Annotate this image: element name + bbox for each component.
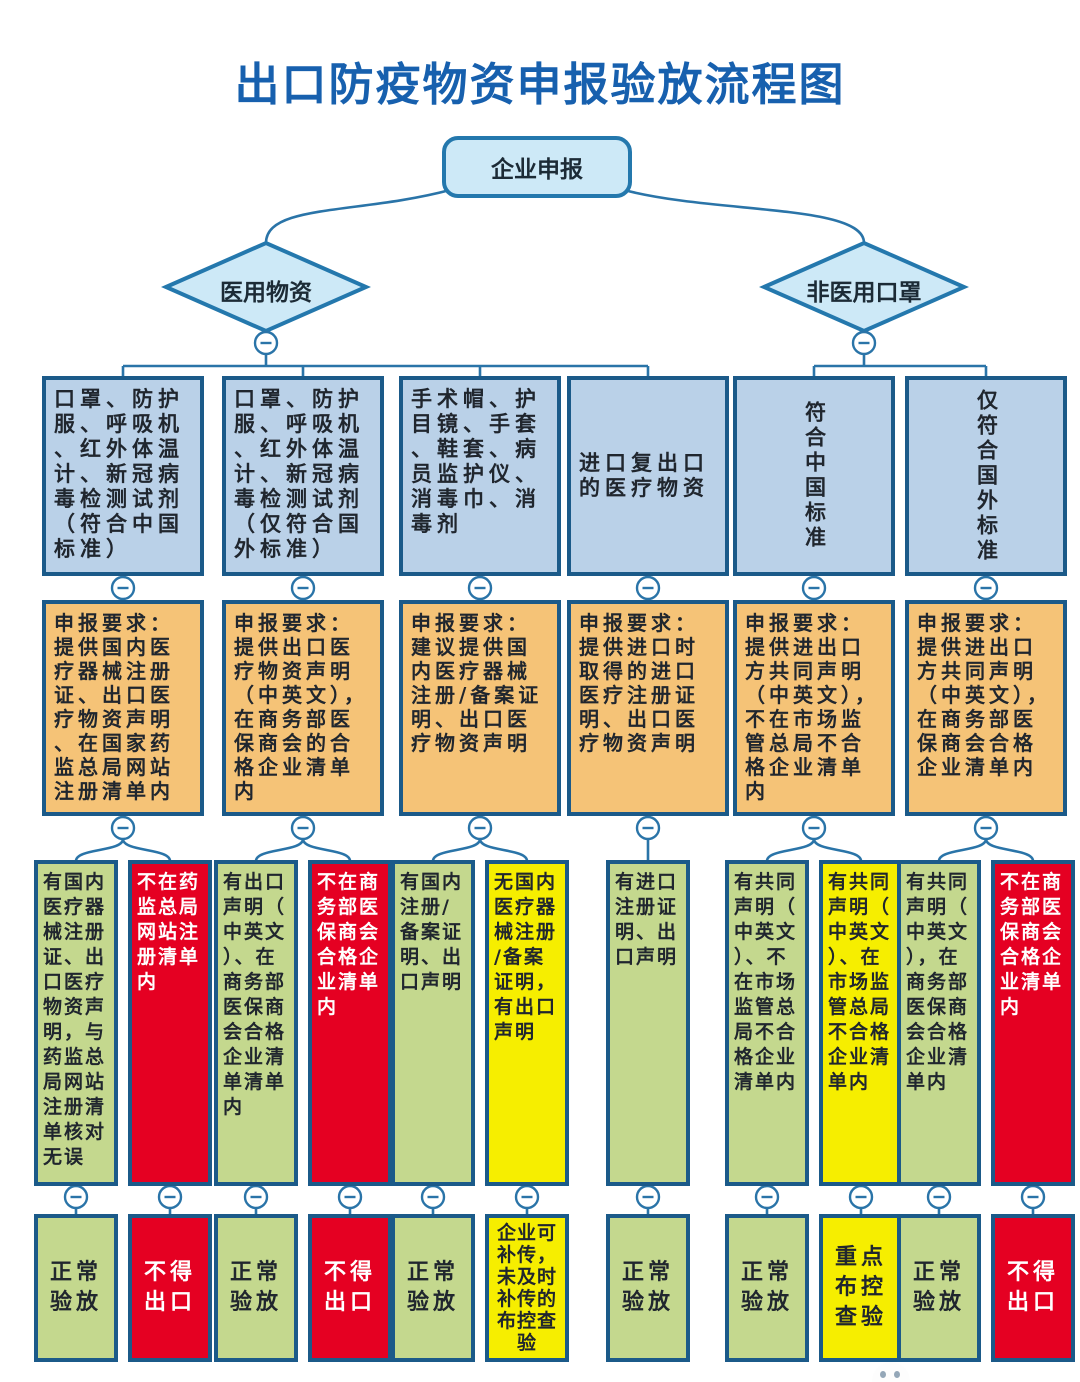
condition-box-5a: 有共同声明（中英文）、不在市场监管总局不合格企业清单内 xyxy=(725,860,809,1186)
outcome-box-3a: 正常验放 xyxy=(391,1214,475,1362)
category-box-3: 手术帽、护目镜、手套、鞋套、病员监护仪、消毒巾、消毒剂 xyxy=(399,376,561,576)
watermark-text-fragment xyxy=(955,1368,1065,1382)
condition-box-1a: 有国内医疗器械注册证、出口医疗物资声明，与药监总局网站注册清单核对无误 xyxy=(34,860,118,1186)
requirement-box-6: 申报要求：提供进出口方共同声明（中英文），在商务部医保商会合格企业清单内 xyxy=(905,600,1067,816)
requirement-box-2: 申报要求：提供出口医疗物资声明（中英文），在商务部医保商会的合格企业清单内 xyxy=(222,600,384,816)
requirement-box-5: 申报要求：提供进出口方共同声明（中英文），不在市场监管总局不合格企业清单内 xyxy=(733,600,895,816)
outcome-box-5a: 正常验放 xyxy=(725,1214,809,1362)
outcome-box-5b: 重点布控查验 xyxy=(819,1214,903,1362)
outcome-box-2b: 不得出口 xyxy=(308,1214,392,1362)
outcome-box-6b: 不得出口 xyxy=(991,1214,1075,1362)
condition-box-6a: 有共同声明（中英文），在商务部医保商会合格企业清单内 xyxy=(897,860,981,1186)
condition-box-6b: 不在商务部医保商会合格企业清单内 xyxy=(991,860,1075,1186)
requirement-box-3: 申报要求：建议提供国内医疗器械注册/备案证明、出口医疗物资声明 xyxy=(399,600,561,816)
condition-box-3a: 有国内注册/备案证明、出口声明 xyxy=(391,860,475,1186)
condition-box-5b: 有共同声明（中英文）、在市场监管总局不合格企业清单内 xyxy=(819,860,903,1186)
outcome-box-1a: 正常验放 xyxy=(34,1214,118,1362)
condition-box-2b: 不在商务部医保商会合格企业清单内 xyxy=(308,860,392,1186)
branch-diamond-nonmedical xyxy=(759,240,969,334)
branch-label-medical: 医用物资 xyxy=(220,280,312,306)
condition-box-4a: 有进口注册证明、出口声明 xyxy=(606,860,690,1186)
condition-box-3b: 无国内医疗器械注册/备案证明，有出口声明 xyxy=(485,860,569,1186)
root-node: 企业申报 xyxy=(442,136,632,198)
category-box-1: 口罩、防护服、呼吸机、红外体温计、新冠病毒检测试剂（符合中国标准） xyxy=(42,376,204,576)
outcome-box-4a: 正常验放 xyxy=(606,1214,690,1362)
page-title: 出口防疫物资申报验放流程图 xyxy=(234,58,846,111)
branch-diamond-medical xyxy=(161,240,371,334)
category-box-2: 口罩、防护服、呼吸机、红外体温计、新冠病毒检测试剂（仅符合国外标准） xyxy=(222,376,384,576)
requirement-box-1: 申报要求：提供国内医疗器械注册证、出口医疗物资声明、在国家药监总局网站注册清单内 xyxy=(42,600,204,816)
condition-box-2a: 有出口声明（中英文）、在商务部医保商会合格企业清单清单内 xyxy=(214,860,298,1186)
requirement-box-4: 申报要求：提供进口时取得的进口医疗注册证明、出口医疗物资声明 xyxy=(567,600,729,816)
category-box-4: 进口复出口的医疗物资 xyxy=(567,376,729,576)
category-box-5: 符合中国标准 xyxy=(733,376,895,576)
outcome-box-6a: 正常验放 xyxy=(897,1214,981,1362)
outcome-box-1b: 不得出口 xyxy=(128,1214,212,1362)
condition-box-1b: 不在药监总局网站注册清单内 xyxy=(128,860,212,1186)
branch-label-nonmedical: 非医用口罩 xyxy=(806,280,922,306)
watermark-logo xyxy=(872,1362,910,1382)
outcome-box-2a: 正常验放 xyxy=(214,1214,298,1362)
outcome-box-3b: 企业可补传，未及时补传的布控查验 xyxy=(485,1214,569,1362)
category-box-6: 仅符合国外标准 xyxy=(905,376,1067,576)
